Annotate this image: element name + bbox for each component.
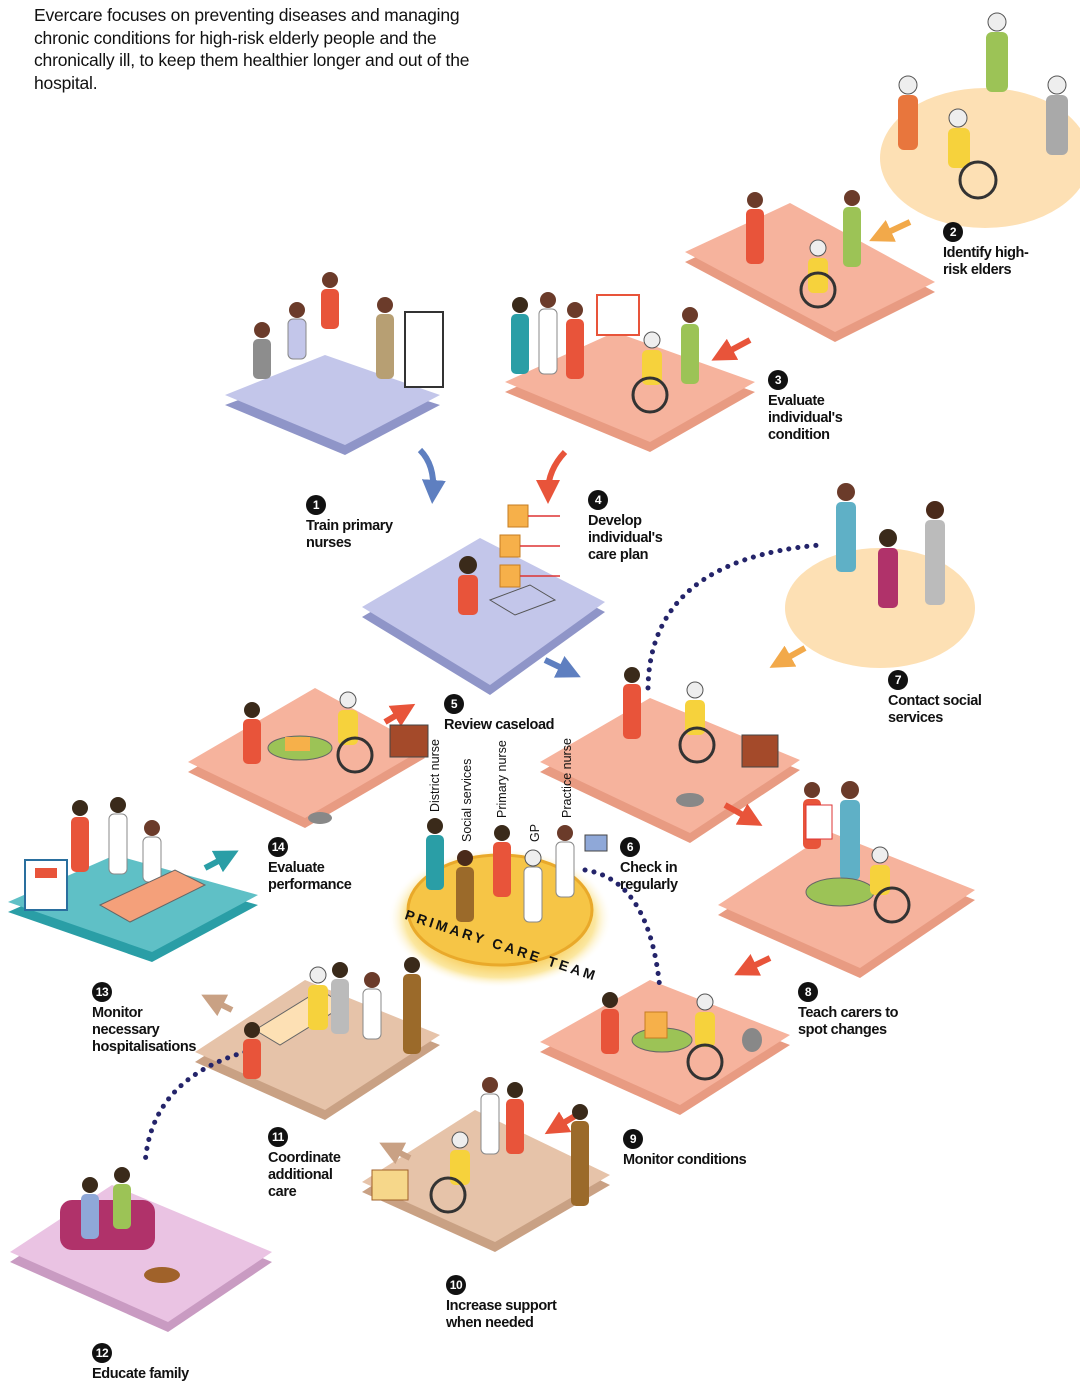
arrow-13-out	[203, 850, 239, 873]
step-12-number: 12	[92, 1343, 112, 1363]
role-practice-nurse: Practice nurse	[560, 738, 574, 818]
step-12: 12 Educate family	[92, 1326, 189, 1400]
step-5-number: 5	[444, 694, 464, 714]
step-9: 9 Monitor conditions	[623, 1112, 747, 1186]
step-4-label: Develop individual's care plan	[588, 513, 663, 563]
step-11-number: 11	[268, 1127, 288, 1147]
team-figures	[426, 818, 608, 923]
arrow-10-out	[379, 1142, 412, 1165]
step-9-label: Monitor conditions	[623, 1152, 747, 1168]
elders-group	[898, 12, 1068, 200]
coordinate-care-group	[243, 957, 421, 1079]
monitor-conditions-group	[601, 992, 762, 1081]
platform-10	[362, 1110, 610, 1252]
care-plan-group	[511, 292, 699, 414]
arrow-6-to-8	[723, 802, 763, 826]
step-11-label: Coordinate additional care	[268, 1150, 341, 1200]
step-4-number: 4	[588, 490, 608, 510]
step-8-label: Teach carers to spot changes	[798, 1005, 899, 1038]
step-2-label: Identify high- risk elders	[943, 245, 1029, 278]
arrow-2-to-3	[869, 219, 912, 242]
step-1: 1 Train primary nurses	[306, 478, 393, 569]
step-9-number: 9	[623, 1129, 643, 1149]
training-group	[253, 272, 444, 388]
check-in-group	[623, 667, 779, 807]
step-4: 4 Develop individual's care plan	[588, 473, 663, 581]
step-8-number: 8	[798, 982, 818, 1002]
review-desk-group	[458, 504, 560, 616]
step-12-label: Educate family	[92, 1366, 189, 1382]
arrow-11-out	[201, 994, 234, 1017]
step-2: 2 Identify high- risk elders	[943, 205, 1029, 296]
evaluate-performance-group	[243, 691, 429, 824]
step-13-number: 13	[92, 982, 112, 1002]
role-social-services: Social services	[460, 758, 474, 842]
role-gp: GP	[528, 823, 542, 842]
dotted-link-6-to-7	[645, 542, 823, 691]
step-11: 11 Coordinate additional care	[268, 1110, 341, 1218]
arrow-4-to-5	[536, 449, 568, 504]
step-8: 8 Teach carers to spot changes	[798, 965, 899, 1056]
step-1-label: Train primary nurses	[306, 518, 393, 551]
step-7-label: Contact social services	[888, 693, 982, 726]
step-6-label: Check in regularly	[620, 860, 678, 893]
platform-5	[362, 538, 605, 695]
step-14: 14 Evaluate performance	[268, 820, 352, 911]
step-7: 7 Contact social services	[888, 653, 982, 744]
step-1-number: 1	[306, 495, 326, 515]
evaluate-group	[746, 190, 861, 309]
step-14-label: Evaluate performance	[268, 860, 352, 893]
step-13-label: Monitor necessary hospitalisations	[92, 1005, 196, 1055]
step-10-number: 10	[446, 1275, 466, 1295]
step-14-number: 14	[268, 837, 288, 857]
step-3-label: Evaluate individual's condition	[768, 393, 843, 443]
arrow-7-out	[769, 645, 807, 668]
teach-carers-group	[803, 781, 911, 924]
step-6: 6 Check in regularly	[620, 820, 678, 911]
arrow-8-to-9	[734, 953, 772, 976]
step-6-number: 6	[620, 837, 640, 857]
step-10-label: Increase support when needed	[446, 1298, 557, 1331]
arrow-14-out	[383, 703, 416, 727]
step-13: 13 Monitor necessary hospitalisations	[92, 965, 196, 1073]
arrow-1-to-5	[417, 447, 446, 504]
step-5: 5 Review caseload	[444, 677, 554, 751]
step-7-number: 7	[888, 670, 908, 690]
step-3: 3 Evaluate individual's condition	[768, 353, 843, 461]
intro-text: Evercare focuses on preventing diseases …	[34, 5, 470, 93]
dotted-link-team-to-9	[582, 867, 663, 993]
step-5-label: Review caseload	[444, 717, 555, 733]
social-services-group	[836, 483, 945, 608]
step-3-number: 3	[768, 370, 788, 390]
arrow-5-to-6	[543, 655, 581, 678]
role-district-nurse: District nurse	[428, 739, 442, 812]
increase-support-group	[371, 1077, 589, 1214]
scene-figures	[24, 12, 1068, 1283]
hospital-group	[24, 797, 207, 923]
step-10: 10 Increase support when needed	[446, 1258, 557, 1349]
care-process-diagram: PRIMARY CARE TEAM	[8, 12, 1080, 1332]
educate-family-group	[60, 1167, 180, 1283]
platform-2-oval	[880, 88, 1080, 228]
arrow-3-to-4	[711, 337, 752, 361]
step-2-number: 2	[943, 222, 963, 242]
role-primary-nurse: Primary nurse	[495, 740, 509, 818]
